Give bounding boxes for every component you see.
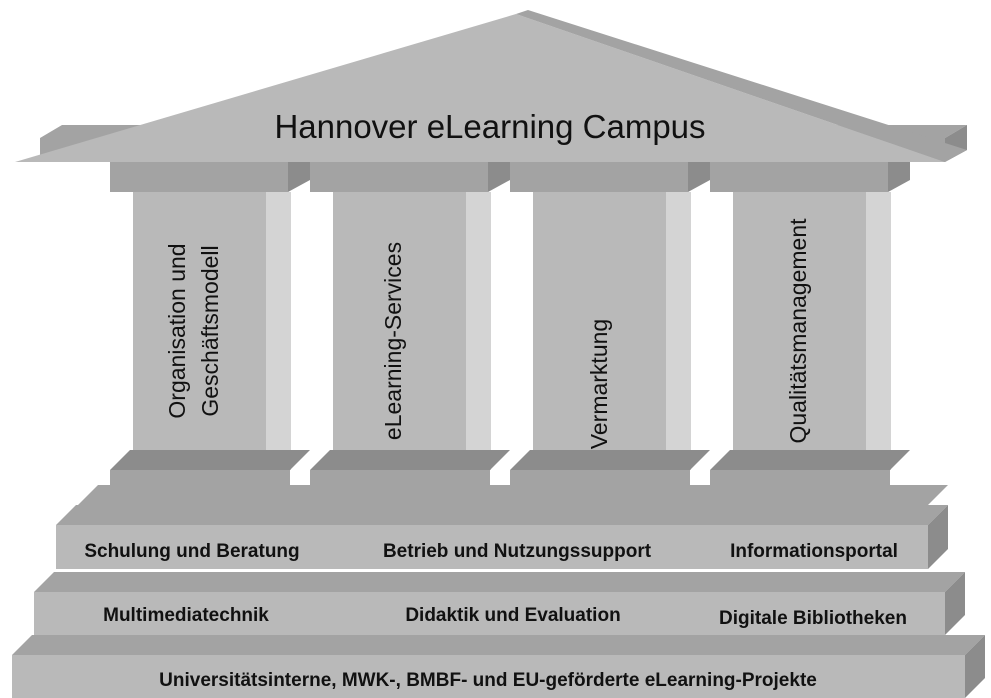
middle-step: Multimediatechnik Didaktik und Evaluatio… (34, 572, 965, 635)
base-step-label: Universitätsinterne, MWK-, BMBF- und EU-… (159, 670, 817, 691)
pillar-1-label-line-2: Geschäftsmodell (197, 245, 223, 416)
pillar-3-label: Vermarktung (586, 319, 612, 449)
pillar-3-capital (510, 162, 688, 192)
top-step: Schulung und Beratung Betrieb und Nutzun… (56, 505, 948, 569)
roof-title: Hannover eLearning Campus (274, 108, 705, 145)
top-step-front (56, 525, 928, 569)
pillar-4-label: Qualitätsmanagement (785, 218, 811, 444)
pillar-4-shaft-shade (866, 192, 891, 470)
middle-step-front (34, 592, 945, 635)
top-step-top (56, 505, 948, 525)
base-step: Universitätsinterne, MWK-, BMBF- und EU-… (12, 635, 985, 698)
pillar-2-shaft (333, 192, 466, 470)
pillar-1-shaft-shade (266, 192, 291, 470)
top-step-label-1: Schulung und Beratung (84, 541, 299, 562)
middle-step-label-2: Didaktik und Evaluation (405, 605, 620, 626)
pillar-2-base-top (310, 450, 510, 470)
pillar-2-label: eLearning-Services (380, 242, 406, 440)
top-step-label-2: Betrieb und Nutzungssupport (383, 541, 652, 562)
pillar-4-base-top (710, 450, 910, 470)
pillar-4-shaft (733, 192, 866, 470)
middle-step-label-3: Digitale Bibliotheken (719, 608, 907, 629)
pillar-4-capital (710, 162, 888, 192)
pillar-2-base (310, 470, 490, 502)
pillar-1-base-top (110, 450, 310, 470)
pillar-3-shaft-shade (666, 192, 691, 470)
pillar-1-shaft (133, 192, 266, 470)
pillar-3-base (510, 470, 690, 502)
pillar-1-label-line-1: Organisation und (164, 243, 190, 418)
middle-step-top (34, 572, 965, 592)
pillar-4-base (710, 470, 890, 502)
pillar-2: eLearning-Services (310, 150, 510, 502)
roof: Hannover eLearning Campus (15, 10, 967, 162)
pillar-3-base-top (510, 450, 710, 470)
pillar-1-capital (110, 162, 288, 192)
pillar-1-base (110, 470, 290, 502)
roof-pediment-rightshade (516, 10, 967, 162)
pillar-3: Vermarktung (510, 150, 710, 502)
pillar-2-capital (310, 162, 488, 192)
pillar-3-shaft (533, 192, 666, 470)
base-step-side (965, 635, 985, 698)
base-step-top (12, 635, 985, 655)
top-step-label-3: Informationsportal (730, 541, 898, 562)
pillar-4: Qualitätsmanagement (710, 150, 910, 502)
top-step-side (928, 505, 948, 569)
pillar-1: Organisation und Geschäftsmodell (110, 150, 310, 502)
roof-pediment (15, 14, 945, 162)
middle-step-label-1: Multimediatechnik (103, 605, 269, 626)
pillar-2-shaft-shade (466, 192, 491, 470)
middle-step-side (945, 572, 965, 635)
base-step-front (12, 655, 965, 698)
